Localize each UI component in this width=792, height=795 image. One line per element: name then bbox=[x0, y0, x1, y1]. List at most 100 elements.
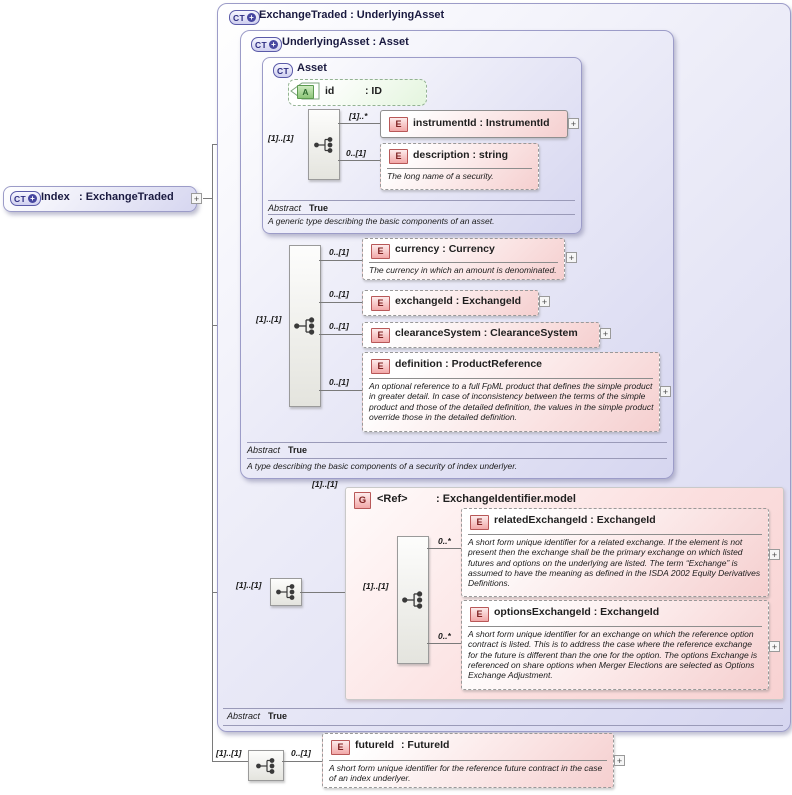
divider bbox=[387, 168, 532, 169]
sequence-glyph bbox=[294, 317, 315, 335]
complextype-derived-icon: CT + bbox=[10, 191, 41, 206]
box-title: UnderlyingAsset : Asset bbox=[282, 36, 409, 48]
connector-line bbox=[427, 548, 461, 549]
sequence-glyph bbox=[314, 136, 333, 153]
box-title-type: : ExchangeTraded bbox=[79, 191, 174, 203]
element-name: futureId bbox=[355, 739, 395, 751]
connector-line bbox=[212, 144, 213, 762]
connector-line bbox=[282, 761, 322, 762]
element-instrumentid[interactable]: E instrumentId : InstrumentId bbox=[380, 110, 568, 138]
ct-label: CT bbox=[14, 193, 26, 204]
cardinality-label: [1]..[1] bbox=[268, 133, 294, 143]
expand-icon[interactable]: + bbox=[769, 549, 780, 560]
element-title: definition : ProductReference bbox=[395, 358, 543, 370]
expand-icon[interactable]: + bbox=[600, 328, 611, 339]
derived-plus-icon: + bbox=[27, 194, 37, 203]
attribute-id[interactable]: A id : ID bbox=[288, 79, 427, 106]
divider bbox=[268, 200, 575, 201]
element-optionsexchangeid[interactable]: E optionsExchangeId : ExchangeId A short… bbox=[461, 600, 769, 690]
derived-plus-icon: + bbox=[246, 13, 256, 22]
divider bbox=[247, 458, 667, 459]
ct-label: CT bbox=[233, 12, 245, 23]
sequence-compositor-icon[interactable] bbox=[248, 750, 284, 781]
divider bbox=[369, 378, 653, 379]
element-relatedexchangeid[interactable]: E relatedExchangeId : ExchangeId A short… bbox=[461, 508, 769, 597]
connector-line bbox=[319, 260, 362, 261]
element-description[interactable]: E description : string The long name of … bbox=[380, 143, 539, 190]
abstract-value: True bbox=[288, 445, 308, 455]
element-annotation: A short form unique identifier for the r… bbox=[329, 763, 603, 784]
cardinality-label: [1]..[1] bbox=[312, 479, 338, 489]
element-annotation: A short form unique identifier for a rel… bbox=[468, 537, 761, 589]
connector-line bbox=[427, 643, 461, 644]
element-annotation: The currency in which an amount is denom… bbox=[369, 265, 557, 275]
element-annotation: The long name of a security. bbox=[387, 171, 494, 181]
element-title: optionsExchangeId : ExchangeId bbox=[494, 606, 660, 618]
expand-icon[interactable]: + bbox=[566, 252, 577, 263]
attribute-icon: A bbox=[297, 85, 314, 99]
attribute-type: : ID bbox=[365, 85, 382, 97]
element-annotation: An optional reference to a full FpML pro… bbox=[369, 381, 654, 422]
element-title: instrumentId : InstrumentId bbox=[413, 117, 550, 129]
cardinality-label: 0..[1] bbox=[329, 377, 349, 387]
element-definition[interactable]: E definition : ProductReference An optio… bbox=[362, 352, 660, 432]
abstract-label: Abstract bbox=[268, 203, 302, 213]
expand-icon[interactable]: + bbox=[539, 296, 550, 307]
complextype-box-index[interactable]: CT + Index : ExchangeTraded bbox=[3, 186, 197, 212]
sequence-compositor-icon[interactable] bbox=[308, 109, 340, 180]
element-futureid[interactable]: E futureId : FutureId A short form uniqu… bbox=[322, 733, 614, 788]
element-currency[interactable]: E currency : Currency The currency in wh… bbox=[362, 238, 565, 280]
sequence-compositor-icon[interactable] bbox=[270, 578, 302, 606]
divider bbox=[468, 534, 762, 535]
sequence-glyph bbox=[256, 757, 275, 774]
cardinality-label: 0..[1] bbox=[329, 289, 349, 299]
box-title: ExchangeTraded : UnderlyingAsset bbox=[259, 9, 445, 21]
connector-line bbox=[319, 302, 362, 303]
element-icon: E bbox=[331, 740, 350, 755]
element-title: relatedExchangeId : ExchangeId bbox=[494, 514, 656, 526]
attribute-name: id bbox=[325, 85, 335, 97]
expand-icon[interactable]: + bbox=[614, 755, 625, 766]
connector-line bbox=[319, 390, 362, 391]
connector-line bbox=[203, 198, 212, 199]
sequence-compositor-icon[interactable] bbox=[397, 536, 429, 664]
divider bbox=[268, 214, 575, 215]
sequence-glyph bbox=[402, 591, 423, 609]
divider bbox=[223, 725, 783, 726]
sequence-glyph bbox=[276, 584, 295, 600]
abstract-value: True bbox=[268, 711, 288, 721]
element-title: currency : Currency bbox=[395, 243, 495, 255]
expand-icon[interactable]: + bbox=[769, 641, 780, 652]
box-title: Asset bbox=[297, 62, 327, 74]
abstract-label: Abstract bbox=[227, 711, 261, 721]
cardinality-label: [1]..[1] bbox=[216, 748, 242, 758]
expand-icon[interactable]: + bbox=[568, 118, 579, 129]
sequence-compositor-icon[interactable] bbox=[289, 245, 321, 407]
expand-icon[interactable]: + bbox=[191, 193, 202, 204]
element-exchangeid[interactable]: E exchangeId : ExchangeId bbox=[362, 290, 539, 316]
abstract-label: Abstract bbox=[247, 445, 281, 455]
connector-line bbox=[319, 334, 362, 335]
divider bbox=[223, 708, 783, 709]
cardinality-label: 0..[1] bbox=[346, 148, 366, 158]
connector-line bbox=[212, 761, 248, 762]
cardinality-label: 0..* bbox=[438, 536, 451, 546]
abstract-value: True bbox=[309, 203, 329, 213]
ct-label: CT bbox=[255, 39, 267, 50]
derived-plus-icon: + bbox=[268, 40, 278, 49]
expand-icon[interactable]: + bbox=[660, 386, 671, 397]
divider bbox=[468, 626, 762, 627]
element-icon: E bbox=[371, 244, 390, 259]
connector-line bbox=[338, 123, 380, 124]
element-clearancesystem[interactable]: E clearanceSystem : ClearanceSystem bbox=[362, 322, 600, 348]
element-annotation: A short form unique identifier for an ex… bbox=[468, 629, 758, 681]
box-title-name: Index bbox=[41, 191, 70, 203]
group-icon: G bbox=[354, 492, 371, 509]
element-icon: E bbox=[470, 607, 489, 622]
element-icon: E bbox=[389, 117, 408, 132]
box-annotation: A generic type describing the basic comp… bbox=[268, 216, 495, 226]
cardinality-label: [1]..[1] bbox=[236, 580, 262, 590]
complextype-derived-icon: CT + bbox=[229, 10, 260, 25]
element-title: description : string bbox=[413, 149, 509, 161]
